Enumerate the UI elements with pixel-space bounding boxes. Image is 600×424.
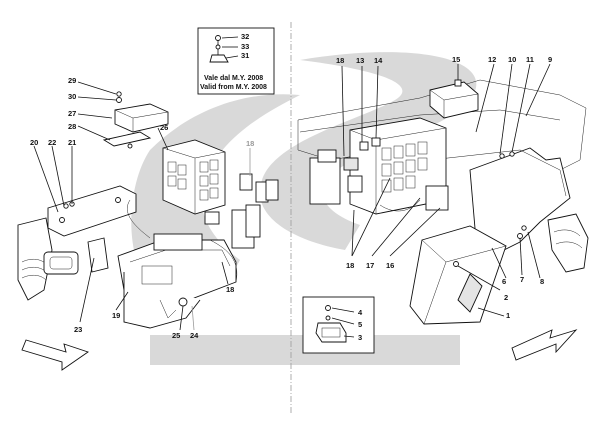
left-assembly [17, 91, 279, 329]
callout-28: 28 [68, 122, 76, 131]
inset-bottom-label-2: 5 [358, 320, 362, 329]
callout-labels: 29 30 27 28 26 20 22 21 23 19 25 24 18 1… [30, 55, 552, 340]
callout-24: 24 [190, 331, 199, 340]
callout-21: 21 [68, 138, 76, 147]
inset-bottom-label-3: 3 [358, 333, 362, 342]
callout-18-bottom: 18 [346, 261, 354, 270]
inset-top-caption-1: Vale dal M.Y. 2008 [204, 75, 263, 82]
callout-26: 26 [160, 123, 168, 132]
callout-6: 6 [502, 277, 506, 286]
inset-bottom-label-1: 4 [358, 308, 363, 317]
inset-top-caption-2: Valid from M.Y. 2008 [200, 84, 267, 91]
callout-2: 2 [504, 293, 508, 302]
leader-lines [33, 63, 551, 331]
callout-20: 20 [30, 138, 38, 147]
direction-arrow-left [21, 339, 89, 371]
callout-23: 23 [74, 325, 82, 334]
callout-12: 12 [488, 55, 496, 64]
callout-8: 8 [540, 277, 544, 286]
callout-19: 19 [112, 311, 120, 320]
callout-1: 1 [506, 311, 510, 320]
callout-27: 27 [68, 109, 76, 118]
inset-bottom: 4 5 3 [302, 296, 375, 354]
callout-25: 25 [172, 331, 180, 340]
callout-18-top: 18 [336, 56, 344, 65]
inset-top-label-2: 33 [241, 42, 249, 51]
callout-15: 15 [452, 55, 460, 64]
callout-22: 22 [48, 138, 56, 147]
callout-17: 17 [366, 261, 374, 270]
callout-16: 16 [386, 261, 394, 270]
inset-top-label-3: 31 [241, 51, 249, 60]
inset-top: 32 33 31 Vale dal M.Y. 2008 Valid from M… [197, 27, 275, 95]
callout-7: 7 [520, 275, 524, 284]
right-assembly [297, 79, 589, 325]
direction-arrow-right [511, 329, 578, 361]
callout-29: 29 [68, 76, 76, 85]
inset-top-label-1: 32 [241, 32, 249, 41]
callout-10: 10 [508, 55, 516, 64]
callout-14: 14 [374, 56, 383, 65]
callout-30: 30 [68, 92, 76, 101]
callout-9: 9 [548, 55, 552, 64]
callout-18-left: 18 [226, 285, 234, 294]
callout-13: 13 [356, 56, 364, 65]
callout-18-grey: 18 [246, 139, 254, 148]
callout-11: 11 [526, 55, 534, 64]
